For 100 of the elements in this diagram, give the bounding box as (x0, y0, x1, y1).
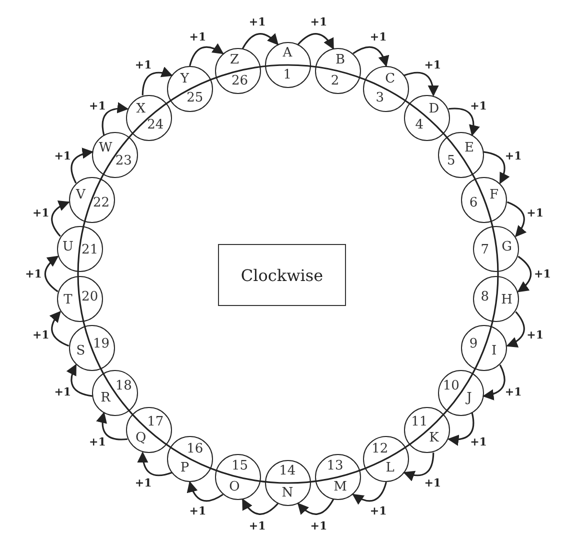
curved-arrow (96, 412, 128, 440)
number-label: 10 (442, 379, 460, 392)
edge-label: +1 (89, 100, 106, 112)
curved-arrow (352, 482, 387, 505)
letter-label: P (180, 462, 190, 475)
curved-arrow (242, 498, 278, 515)
number-label: 8 (480, 290, 490, 304)
letter-circle (438, 370, 484, 416)
letter-label: D (428, 102, 440, 116)
letter-circle (265, 460, 311, 506)
curved-arrow (482, 364, 506, 400)
letter-label: M (334, 480, 347, 494)
curved-arrow (102, 102, 129, 136)
letter-label: Z (230, 53, 240, 66)
edge-label: +1 (248, 520, 266, 532)
curved-arrow (447, 412, 474, 446)
letter-circle (214, 454, 261, 500)
edge-label: +1 (54, 150, 72, 162)
edge-label: +1 (470, 436, 487, 448)
letter-circle (315, 454, 362, 500)
letter-circle (438, 132, 484, 178)
edge-label: +1 (89, 436, 106, 448)
edge-label: +1 (526, 329, 544, 340)
number-label: 1 (283, 68, 292, 82)
number-label: 6 (469, 196, 478, 210)
number-label: 14 (279, 464, 296, 478)
letter-circle (214, 48, 261, 94)
number-label: 5 (447, 154, 456, 168)
number-label: 20 (82, 290, 98, 304)
edge-label: +1 (370, 505, 387, 516)
letter-label: E (464, 142, 474, 155)
letter-label: W (98, 142, 112, 155)
number-label: 25 (186, 92, 204, 105)
curved-arrow (298, 33, 334, 50)
letter-label: R (100, 392, 110, 405)
letter-circle (404, 407, 450, 454)
curved-arrow (506, 201, 526, 238)
curved-arrow (404, 72, 438, 96)
edge-label: +1 (424, 60, 442, 71)
letter-label: J (466, 392, 472, 405)
curved-arrow (138, 452, 172, 476)
number-label: 19 (93, 337, 110, 350)
letter-circle (362, 66, 409, 112)
edge-label: +1 (470, 100, 487, 112)
curved-arrow (403, 452, 434, 482)
number-label: 3 (376, 92, 384, 105)
letter-label: U (62, 240, 74, 254)
edge-label: +1 (189, 505, 206, 516)
number-label: 9 (469, 337, 478, 350)
curved-arrow (297, 498, 334, 515)
edge-label: +1 (32, 208, 50, 219)
edge-label: +1 (310, 16, 328, 28)
edge-label: +1 (534, 268, 551, 280)
curved-arrow (242, 33, 279, 50)
letter-label: N (282, 486, 294, 500)
edge-label: +1 (370, 32, 387, 43)
curved-arrow (448, 108, 480, 136)
box-label: Clockwise (240, 266, 324, 284)
letter-circle (68, 325, 115, 372)
letter-circle (92, 132, 138, 178)
edge-label: +1 (526, 208, 544, 219)
letter-label: I (491, 344, 497, 358)
curved-arrow (517, 256, 532, 292)
letter-label: V (76, 188, 86, 202)
letter-circle (126, 407, 172, 454)
curved-arrow (189, 43, 224, 66)
letter-label: O (229, 480, 240, 494)
letter-circle (56, 226, 103, 272)
number-label: 13 (326, 459, 344, 472)
letter-circle (461, 176, 508, 223)
letter-label: Q (136, 432, 146, 445)
number-label: 24 (147, 118, 164, 132)
edge-label: +1 (504, 386, 522, 398)
number-label: 15 (232, 459, 248, 472)
curved-arrow (142, 66, 173, 96)
curved-arrow (51, 200, 70, 237)
number-label: 22 (93, 196, 110, 210)
letter-circle (56, 276, 103, 322)
edge-label: +1 (310, 520, 328, 532)
number-label: 26 (232, 74, 248, 88)
number-label: 16 (186, 442, 204, 456)
curved-arrow (187, 480, 224, 502)
edge-label: +1 (54, 386, 72, 398)
letter-label: S (76, 344, 86, 358)
edge-label: +1 (248, 16, 266, 28)
letter-circle (68, 176, 115, 223)
letter-circle (315, 48, 362, 94)
edge-label: +1 (134, 477, 152, 488)
number-label: 11 (411, 415, 428, 428)
letter-circle (404, 94, 450, 141)
curved-arrow (50, 310, 70, 347)
letter-label: H (501, 293, 512, 306)
letter-label: F (490, 188, 499, 202)
edge-label: +1 (32, 329, 50, 340)
edge-label: +1 (424, 477, 442, 488)
edge-label: +1 (189, 32, 206, 43)
letter-label: T (64, 293, 72, 306)
edge-label: +1 (134, 60, 152, 71)
letter-circle (167, 66, 214, 112)
letter-label: X (136, 102, 146, 116)
